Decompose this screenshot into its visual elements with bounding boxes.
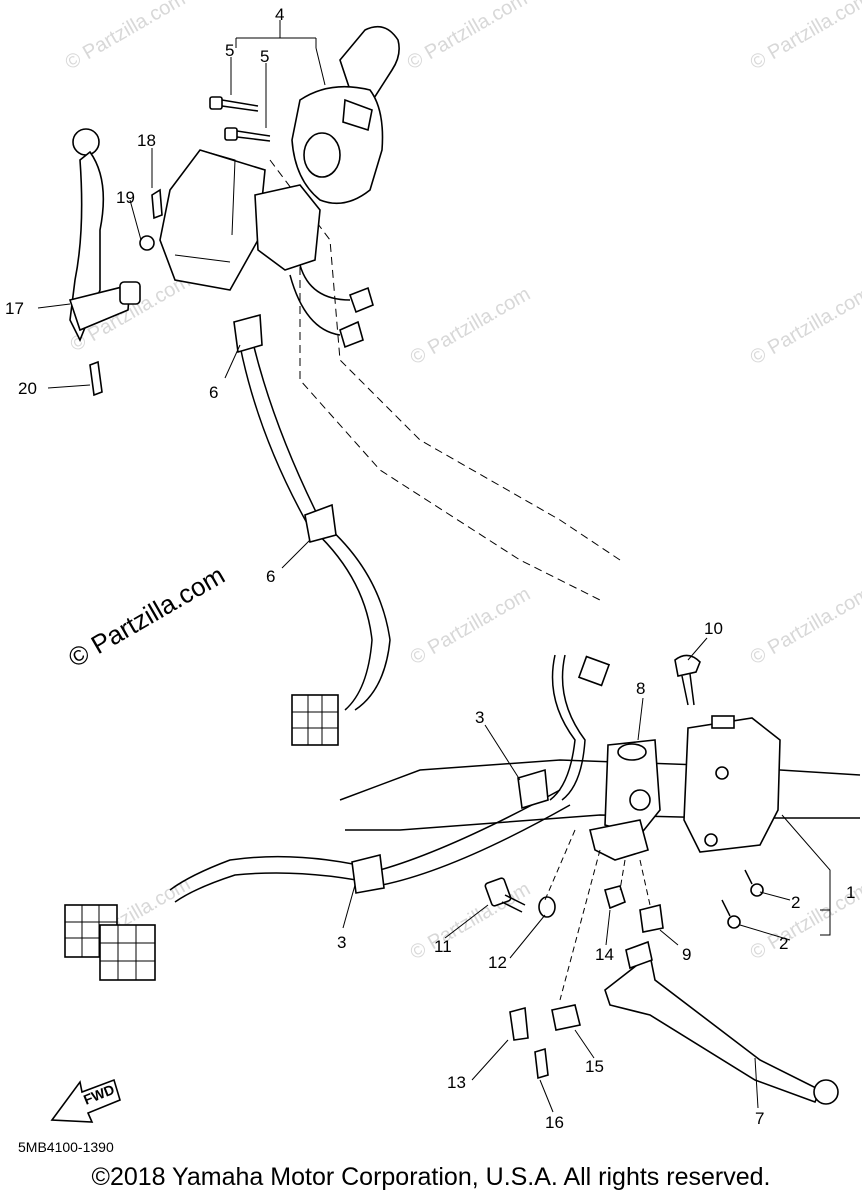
callout-17: 17 <box>5 299 24 318</box>
callout-14: 14 <box>595 945 614 964</box>
callout-2: 2 <box>791 893 800 912</box>
callout-19: 19 <box>116 188 135 207</box>
callout-16: 16 <box>545 1113 564 1132</box>
callout-2: 2 <box>779 934 788 953</box>
upper-wire-harness <box>233 313 391 746</box>
watermark-large: © Partzilla.com <box>63 560 230 674</box>
callout-5: 5 <box>225 41 234 60</box>
callout-18: 18 <box>137 131 156 150</box>
callout-7: 7 <box>755 1109 764 1128</box>
diagram-code: 5MB4100-1390 <box>18 1139 114 1155</box>
watermark: © Partzilla.com <box>747 0 862 74</box>
leader-lines <box>37 20 791 1113</box>
callout-13: 13 <box>447 1073 466 1092</box>
callout-1: 1 <box>846 883 855 902</box>
callout-15: 15 <box>585 1057 604 1076</box>
callout-5: 5 <box>260 47 269 66</box>
watermark: © Partzilla.com <box>747 878 862 964</box>
callout-8: 8 <box>636 679 645 698</box>
callout-labels: 1 2 2 3 3 4 5 5 6 6 7 8 9 10 11 12 13 14… <box>5 5 855 1132</box>
callout-6: 6 <box>209 383 218 402</box>
callout-3: 3 <box>337 933 346 952</box>
watermark: © Partzilla.com <box>407 283 535 369</box>
callout-20: 20 <box>18 379 37 398</box>
copyright-notice: ©2018 Yamaha Motor Corporation, U.S.A. A… <box>91 1163 771 1191</box>
left-handlebar-switch-assembly <box>159 25 621 601</box>
watermark: © Partzilla.com <box>407 583 535 669</box>
watermark: © Partzilla.com <box>747 583 862 669</box>
fwd-arrow: FWD <box>50 1078 121 1123</box>
callout-6: 6 <box>266 567 275 586</box>
screws-5 <box>209 96 271 142</box>
watermark: © Partzilla.com <box>747 283 862 369</box>
watermark: © Partzilla.com <box>62 0 190 74</box>
callout-11: 11 <box>434 937 452 956</box>
watermark: © Partzilla.com <box>404 0 532 74</box>
callout-3: 3 <box>475 708 484 727</box>
callout-9: 9 <box>682 945 691 964</box>
callout-10: 10 <box>704 619 723 638</box>
lower-handlebar-assembly <box>64 654 861 1105</box>
callout-12: 12 <box>488 953 507 972</box>
clutch-lever-assembly <box>68 128 163 397</box>
callout-4: 4 <box>275 5 284 24</box>
